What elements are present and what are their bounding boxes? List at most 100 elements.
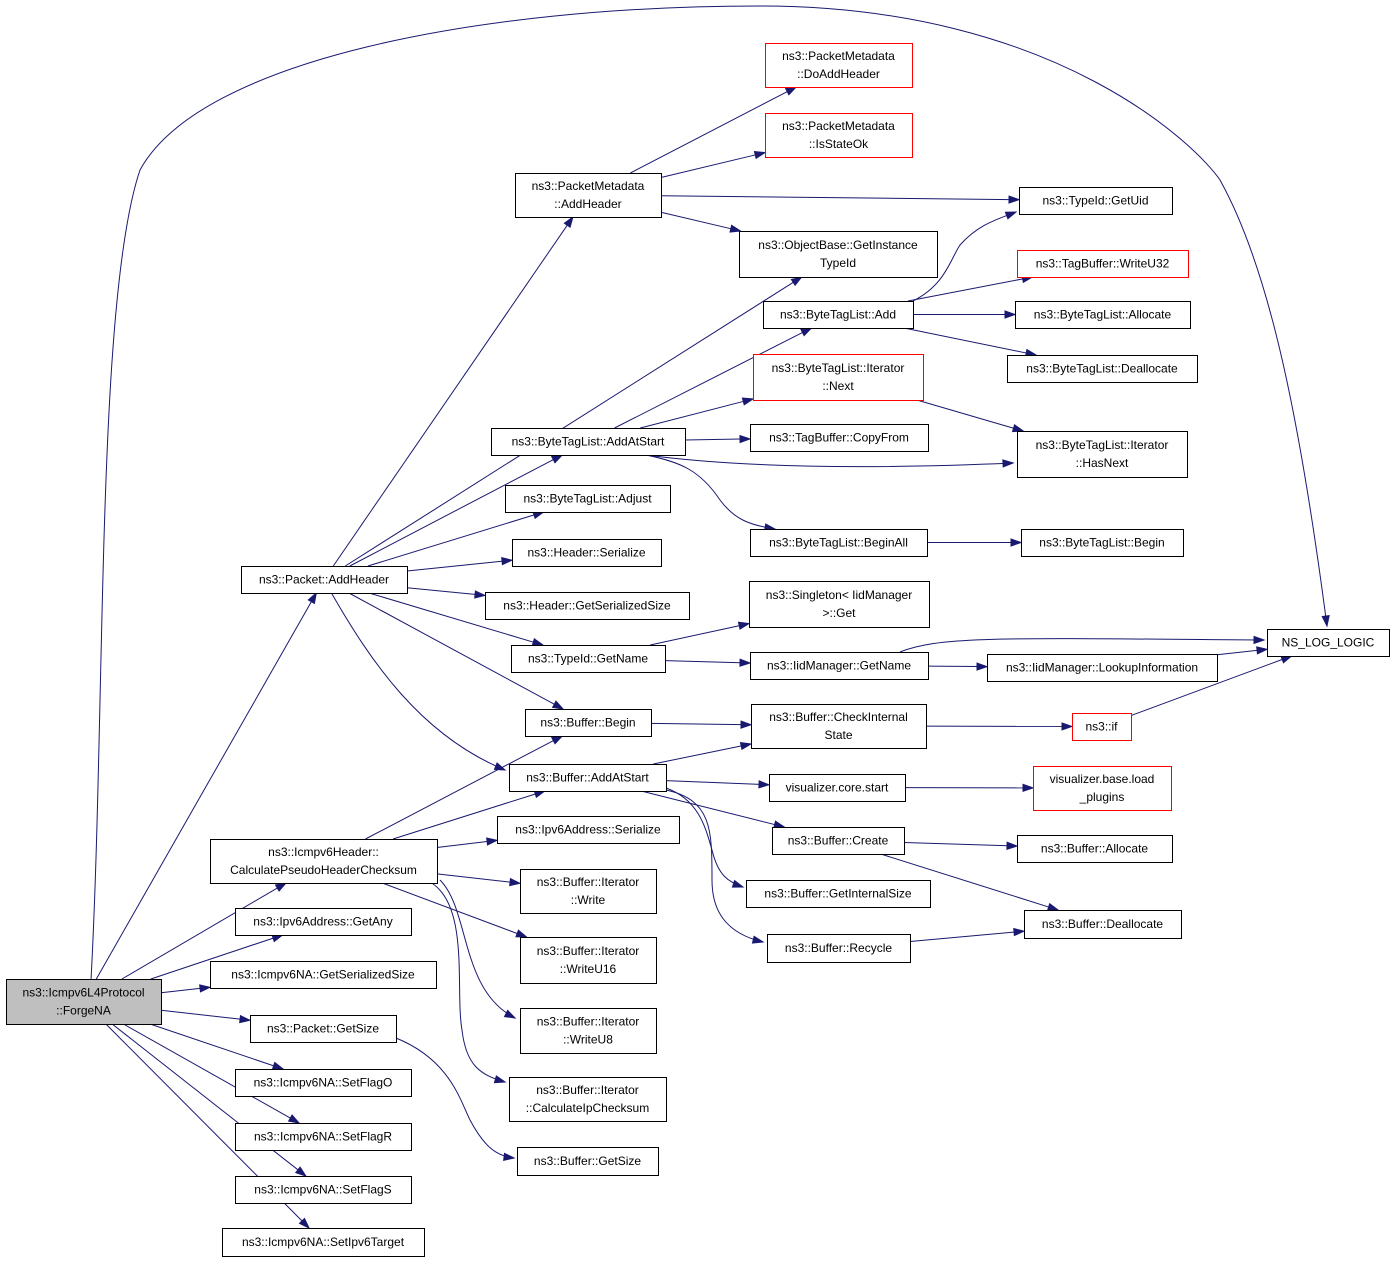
node-iidmgr_getname[interactable]: ns3::IidManager::GetName [750, 652, 929, 680]
edge-line [880, 853, 1050, 908]
edge-typeid_getname-to-singleton_get [650, 621, 751, 646]
edge-arrowhead [741, 397, 755, 406]
node-btl_addatstart[interactable]: ns3::ByteTagList::AddAtStart [491, 428, 686, 456]
node-btl_iter_hasnext[interactable]: ns3::ByteTagList::Iterator::HasNext [1017, 431, 1188, 478]
node-packet_getsize[interactable]: ns3::Packet::GetSize [250, 1015, 397, 1043]
edge-arrowhead [1022, 783, 1035, 793]
edge-arrowhead [773, 820, 786, 829]
edge-line [348, 592, 556, 706]
edge-btl_addatstart-to-btl_iter_next [640, 397, 755, 429]
node-box [763, 301, 914, 329]
node-packet_addheader[interactable]: ns3::Packet::AddHeader [241, 566, 408, 594]
node-ns3_if[interactable]: ns3::if [1072, 713, 1132, 741]
edge-forge_na-to-nlog [90, 5, 1330, 981]
edge-packet_addheader-to-pm_addheader [332, 215, 574, 567]
node-typeid_getuid[interactable]: ns3::TypeId::GetUid [1019, 187, 1173, 215]
edge-viz_core_start-to-viz_base_load [904, 783, 1035, 793]
edge-line [429, 881, 506, 1083]
edge-btl_addatstart-to-btl_iter_hasnext [645, 454, 1015, 468]
node-buffer_iter_writeu8[interactable]: ns3::Buffer::Iterator::WriteU8 [520, 1008, 657, 1054]
node-box [235, 1069, 412, 1097]
edge-packet_addheader-to-header_serialize [406, 557, 514, 572]
edge-line [660, 195, 1011, 201]
node-forge_na[interactable]: ns3::Icmpv6L4Protocol::ForgeNA [6, 979, 162, 1025]
node-pm_doaddheader[interactable]: ns3::PacketMetadata::DoAddHeader [765, 43, 913, 88]
edge-arrowhead [784, 86, 798, 96]
node-box [1017, 250, 1189, 278]
edge-arrowhead [739, 741, 753, 751]
node-buffer_create[interactable]: ns3::Buffer::Create [772, 827, 905, 855]
edge-line [614, 331, 804, 429]
node-buffer_iter_writeu16[interactable]: ns3::Buffer::Iterator::WriteU16 [520, 937, 657, 984]
node-icmpv6header_calc[interactable]: ns3::Icmpv6Header::CalculatePseudoHeader… [210, 839, 438, 884]
node-icmpv6na_setflagr[interactable]: ns3::Icmpv6NA::SetFlagR [235, 1123, 412, 1151]
node-iidmgr_lookup[interactable]: ns3::IidManager::LookupInformation [987, 654, 1218, 682]
node-btl_adjust[interactable]: ns3::ByteTagList::Adjust [505, 485, 671, 513]
node-buffer_deallocate[interactable]: ns3::Buffer::Deallocate [1024, 910, 1182, 939]
node-box [485, 592, 690, 620]
node-btl_deallocate[interactable]: ns3::ByteTagList::Deallocate [1007, 355, 1198, 383]
node-tagbuf_copyfrom[interactable]: ns3::TagBuffer::CopyFrom [750, 424, 929, 452]
node-box [739, 231, 938, 278]
edge-line [345, 281, 795, 567]
edge-line [392, 793, 537, 840]
node-label: visualizer.base.load [1050, 772, 1155, 786]
node-icmpv6na_setipv6target[interactable]: ns3::Icmpv6NA::SetIpv6Target [222, 1228, 425, 1257]
node-buffer_iter_calcip[interactable]: ns3::Buffer::Iterator::CalculateIpChecks… [509, 1077, 667, 1122]
edge-arrowhead [551, 700, 565, 710]
node-ipv6addr_getany[interactable]: ns3::Ipv6Address::GetAny [235, 908, 412, 936]
node-pm_isstateok[interactable]: ns3::PacketMetadata::IsStateOk [765, 113, 913, 158]
node-btl_beginall[interactable]: ns3::ByteTagList::BeginAll [750, 529, 928, 557]
node-icmpv6na_setflags[interactable]: ns3::Icmpv6NA::SetFlagS [235, 1176, 412, 1204]
node-label: ns3::IidManager::GetName [767, 659, 911, 673]
edge-line [645, 454, 776, 530]
edge-line [95, 600, 313, 980]
node-nlog[interactable]: NS_LOG_LOGIC [1267, 629, 1390, 657]
edge-buffer_recycle-to-buffer_deallocate [909, 927, 1026, 942]
node-buffer_iter_write[interactable]: ns3::Buffer::Iterator::Write [520, 869, 657, 914]
node-btl_add[interactable]: ns3::ByteTagList::Add [763, 301, 914, 329]
node-buffer_getinternalsize[interactable]: ns3::Buffer::GetInternalSize [746, 880, 931, 908]
node-tagbuf_writeu32[interactable]: ns3::TagBuffer::WriteU32 [1017, 250, 1189, 278]
node-ipv6addr_serialize[interactable]: ns3::Ipv6Address::Serialize [497, 816, 680, 844]
edge-arrowhead [1321, 615, 1330, 628]
edge-line [665, 789, 764, 943]
edge-arrowhead [976, 662, 989, 671]
node-label: ns3::ByteTagList::AddAtStart [512, 435, 665, 449]
node-buffer_recycle[interactable]: ns3::Buffer::Recycle [767, 934, 911, 963]
edge-arrowhead [1008, 195, 1021, 204]
edge-arrowhead [307, 591, 318, 605]
edge-arrowhead [271, 1061, 285, 1070]
node-buffer_addatstart[interactable]: ns3::Buffer::AddAtStart [509, 764, 667, 792]
node-buffer_getsize[interactable]: ns3::Buffer::GetSize [517, 1147, 659, 1176]
edge-line [395, 1037, 515, 1159]
node-singleton_get[interactable]: ns3::Singleton< IidManager>::Get [749, 581, 930, 628]
node-pm_addheader[interactable]: ns3::PacketMetadata::AddHeader [515, 173, 662, 218]
node-header_serialize[interactable]: ns3::Header::Serialize [512, 539, 662, 567]
node-icmpv6na_getsersize[interactable]: ns3::Icmpv6NA::GetSerializedSize [210, 961, 437, 989]
node-typeid_getname[interactable]: ns3::TypeId::GetName [511, 645, 666, 673]
node-label: ns3::Header::Serialize [527, 546, 645, 560]
node-btl_iter_next[interactable]: ns3::ByteTagList::Iterator::Next [753, 354, 924, 401]
node-label: ns3::TypeId::GetUid [1042, 194, 1148, 208]
node-label: ns3::TypeId::GetName [528, 652, 648, 666]
node-btl_allocate[interactable]: ns3::ByteTagList::Allocate [1015, 301, 1191, 329]
edge-arrowhead [753, 150, 767, 160]
node-label: ns3::Ipv6Address::GetAny [253, 915, 392, 929]
node-viz_core_start[interactable]: visualizer.core.start [769, 774, 906, 802]
node-viz_base_load[interactable]: visualizer.base.load_plugins [1033, 766, 1172, 811]
node-icmpv6na_setflago[interactable]: ns3::Icmpv6NA::SetFlagO [235, 1069, 412, 1097]
node-label: ns3::if [1085, 720, 1118, 734]
edge-line [121, 887, 279, 980]
node-header_getsersize[interactable]: ns3::Header::GetSerializedSize [485, 592, 690, 620]
node-btl_begin[interactable]: ns3::ByteTagList::Begin [1021, 529, 1184, 557]
edge-line [1130, 658, 1284, 717]
edge-btl_iter_next-to-btl_iter_hasnext [916, 399, 1025, 433]
edge-line [664, 660, 742, 664]
node-buffer_begin[interactable]: ns3::Buffer::Begin [525, 709, 652, 737]
node-box [6, 979, 162, 1025]
node-buffer_allocate[interactable]: ns3::Buffer::Allocate [1017, 835, 1173, 863]
